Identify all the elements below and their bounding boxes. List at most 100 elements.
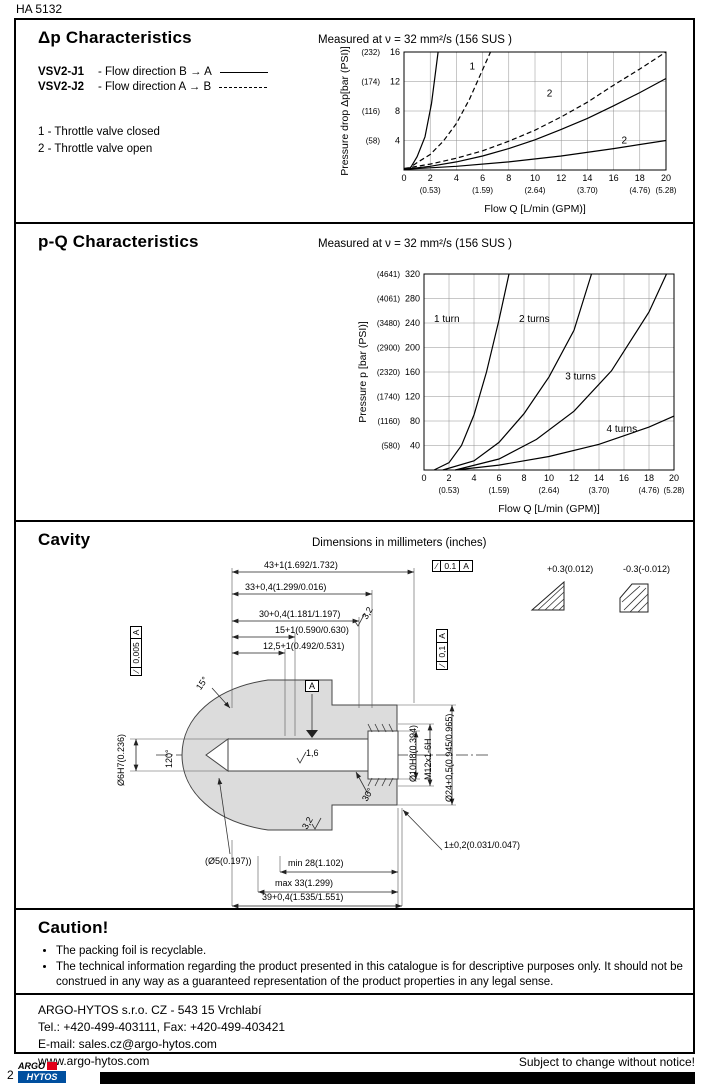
svg-text:(1160): (1160): [377, 417, 400, 426]
legend-model: VSV2-J1: [38, 66, 85, 78]
dim-bore-10h8: Ø10H8(0.394): [408, 724, 418, 782]
dp-notes: 1 - Throttle valve closed 2 - Throttle v…: [38, 124, 160, 159]
section-dp-characteristics: Δp Characteristics Measured at ν = 32 mm…: [16, 20, 693, 224]
svg-text:(174): (174): [361, 78, 380, 87]
section-cavity: Cavity Dimensions in millimeters (inches…: [16, 522, 693, 910]
dim-corner-plus: +0.3(0.012): [547, 564, 594, 574]
svg-text:20: 20: [661, 173, 671, 183]
edge-detail-minus: [619, 583, 649, 613]
svg-text:(3.70): (3.70): [589, 486, 610, 495]
dimension-lines: [133, 569, 455, 909]
svg-text:160: 160: [405, 367, 420, 377]
svg-text:(0.53): (0.53): [420, 186, 441, 195]
pq-measured-at: Measured at ν = 32 mm²/s (156 SUS ): [318, 238, 512, 250]
svg-text:80: 80: [410, 416, 420, 426]
datum-triangle: [306, 730, 318, 738]
svg-text:12: 12: [569, 473, 579, 483]
svg-text:(1740): (1740): [377, 393, 400, 402]
svg-text:120: 120: [405, 392, 420, 402]
cavity-drawing-svg: [130, 568, 649, 909]
leader-lines: [211, 687, 443, 855]
logo-argo-text: ARGO: [18, 1060, 66, 1071]
svg-text:10: 10: [544, 473, 554, 483]
dim-30: 30+0,4(1.181/1.197): [259, 609, 341, 619]
svg-text:(58): (58): [366, 137, 381, 146]
svg-text:14: 14: [582, 173, 592, 183]
svg-text:(2320): (2320): [377, 368, 400, 377]
svg-text:14: 14: [594, 473, 604, 483]
svg-text:(2.64): (2.64): [525, 186, 546, 195]
svg-text:(3.70): (3.70): [577, 186, 598, 195]
legend-item-vsv2-j1: VSV2-J1 - Flow direction B → A: [38, 66, 268, 78]
svg-text:(232): (232): [361, 48, 380, 57]
dim-5: (Ø5(0.197)): [205, 856, 252, 866]
cavity-drawing-area: 43+1(1.692/1.732) +0.3(0.012) -0.3(-0.012)…: [16, 558, 697, 909]
logo-argo-label: ARGO: [18, 1060, 45, 1071]
svg-text:8: 8: [506, 173, 511, 183]
svg-text:(116): (116): [362, 107, 380, 116]
dashed-line-sample: [219, 86, 268, 88]
datum-a: A: [305, 680, 320, 692]
argo-hytos-logo: ARGO HYTOS: [18, 1060, 66, 1084]
svg-text:3 turns: 3 turns: [565, 371, 596, 382]
svg-text:0: 0: [421, 473, 426, 483]
svg-text:16: 16: [619, 473, 629, 483]
edge-detail-plus: [530, 580, 565, 611]
svg-text:(1.59): (1.59): [472, 186, 493, 195]
svg-text:(4641): (4641): [377, 270, 400, 279]
svg-text:240: 240: [405, 318, 420, 328]
caution-bullet: The technical information regarding the …: [56, 960, 683, 989]
svg-text:4 turns: 4 turns: [607, 424, 638, 435]
svg-text:0: 0: [401, 173, 406, 183]
legend-desc: - Flow direction A → B: [98, 81, 212, 93]
dp-measured-at: Measured at ν = 32 mm²/s (156 SUS ): [318, 34, 512, 46]
svg-text:2: 2: [547, 88, 553, 99]
svg-text:6: 6: [496, 473, 501, 483]
dim-33: 33+0,4(1.299/0.016): [245, 582, 327, 592]
bottom-black-bar: [100, 1072, 695, 1084]
solid-line-sample: [219, 71, 268, 73]
logo-red-block: [47, 1061, 57, 1070]
note-throttle-closed: 1 - Throttle valve closed: [38, 126, 160, 138]
company-address: ARGO-HYTOS s.r.o. CZ - 543 15 Vrchlabí: [38, 1003, 262, 1017]
svg-text:16: 16: [609, 173, 619, 183]
svg-text:2: 2: [621, 135, 627, 146]
svg-text:4: 4: [395, 136, 400, 146]
svg-text:2: 2: [428, 173, 433, 183]
dim-1: 1±0,2(0.031/0.047): [444, 840, 520, 850]
svg-text:Pressure drop Δp[bar (PSI)]: Pressure drop Δp[bar (PSI)]: [339, 46, 351, 176]
dim-43: 43+1(1.692/1.732): [264, 560, 338, 570]
svg-text:12: 12: [390, 77, 400, 87]
dim-thread-m12: M12x1-6H: [423, 738, 433, 780]
section-caution: Caution! The packing foil is recyclable.…: [16, 910, 693, 995]
svg-text:18: 18: [644, 473, 654, 483]
surface-finish-symbols: [296, 612, 366, 830]
svg-text:12: 12: [556, 173, 566, 183]
svg-text:(4.76): (4.76): [639, 486, 660, 495]
svg-text:200: 200: [405, 343, 420, 353]
svg-text:Pressure p [bar (PSI)]: Pressure p [bar (PSI)]: [357, 321, 369, 423]
caution-bullet: The packing foil is recyclable.: [56, 944, 683, 958]
svg-text:(5.28): (5.28): [656, 186, 677, 195]
svg-text:Flow Q [L/min (GPM)]: Flow Q [L/min (GPM)]: [498, 503, 600, 515]
dim-24: Ø24+0,5(0.945/0.965): [444, 713, 454, 802]
subject-to-change-note: Subject to change without notice!: [518, 1055, 695, 1069]
thread-marks: [367, 723, 394, 787]
dim-12-5: 12,5+1(0.492/0.531): [263, 641, 345, 651]
svg-text:(5.28): (5.28): [664, 486, 685, 495]
dim-min-28: min 28(1.102): [288, 858, 344, 868]
dim-15: 15+1(0.590/0.630): [275, 625, 349, 635]
angle-120: 120°: [164, 749, 174, 768]
dim-corner-minus: -0.3(-0.012): [623, 564, 671, 574]
svg-text:20: 20: [669, 473, 679, 483]
legend-item-vsv2-j2: VSV2-J2 - Flow direction A → B: [38, 81, 268, 93]
caution-list: The packing foil is recyclable. The tech…: [42, 944, 683, 991]
svg-text:4: 4: [471, 473, 476, 483]
svg-text:(2.64): (2.64): [539, 486, 560, 495]
svg-text:8: 8: [395, 106, 400, 116]
